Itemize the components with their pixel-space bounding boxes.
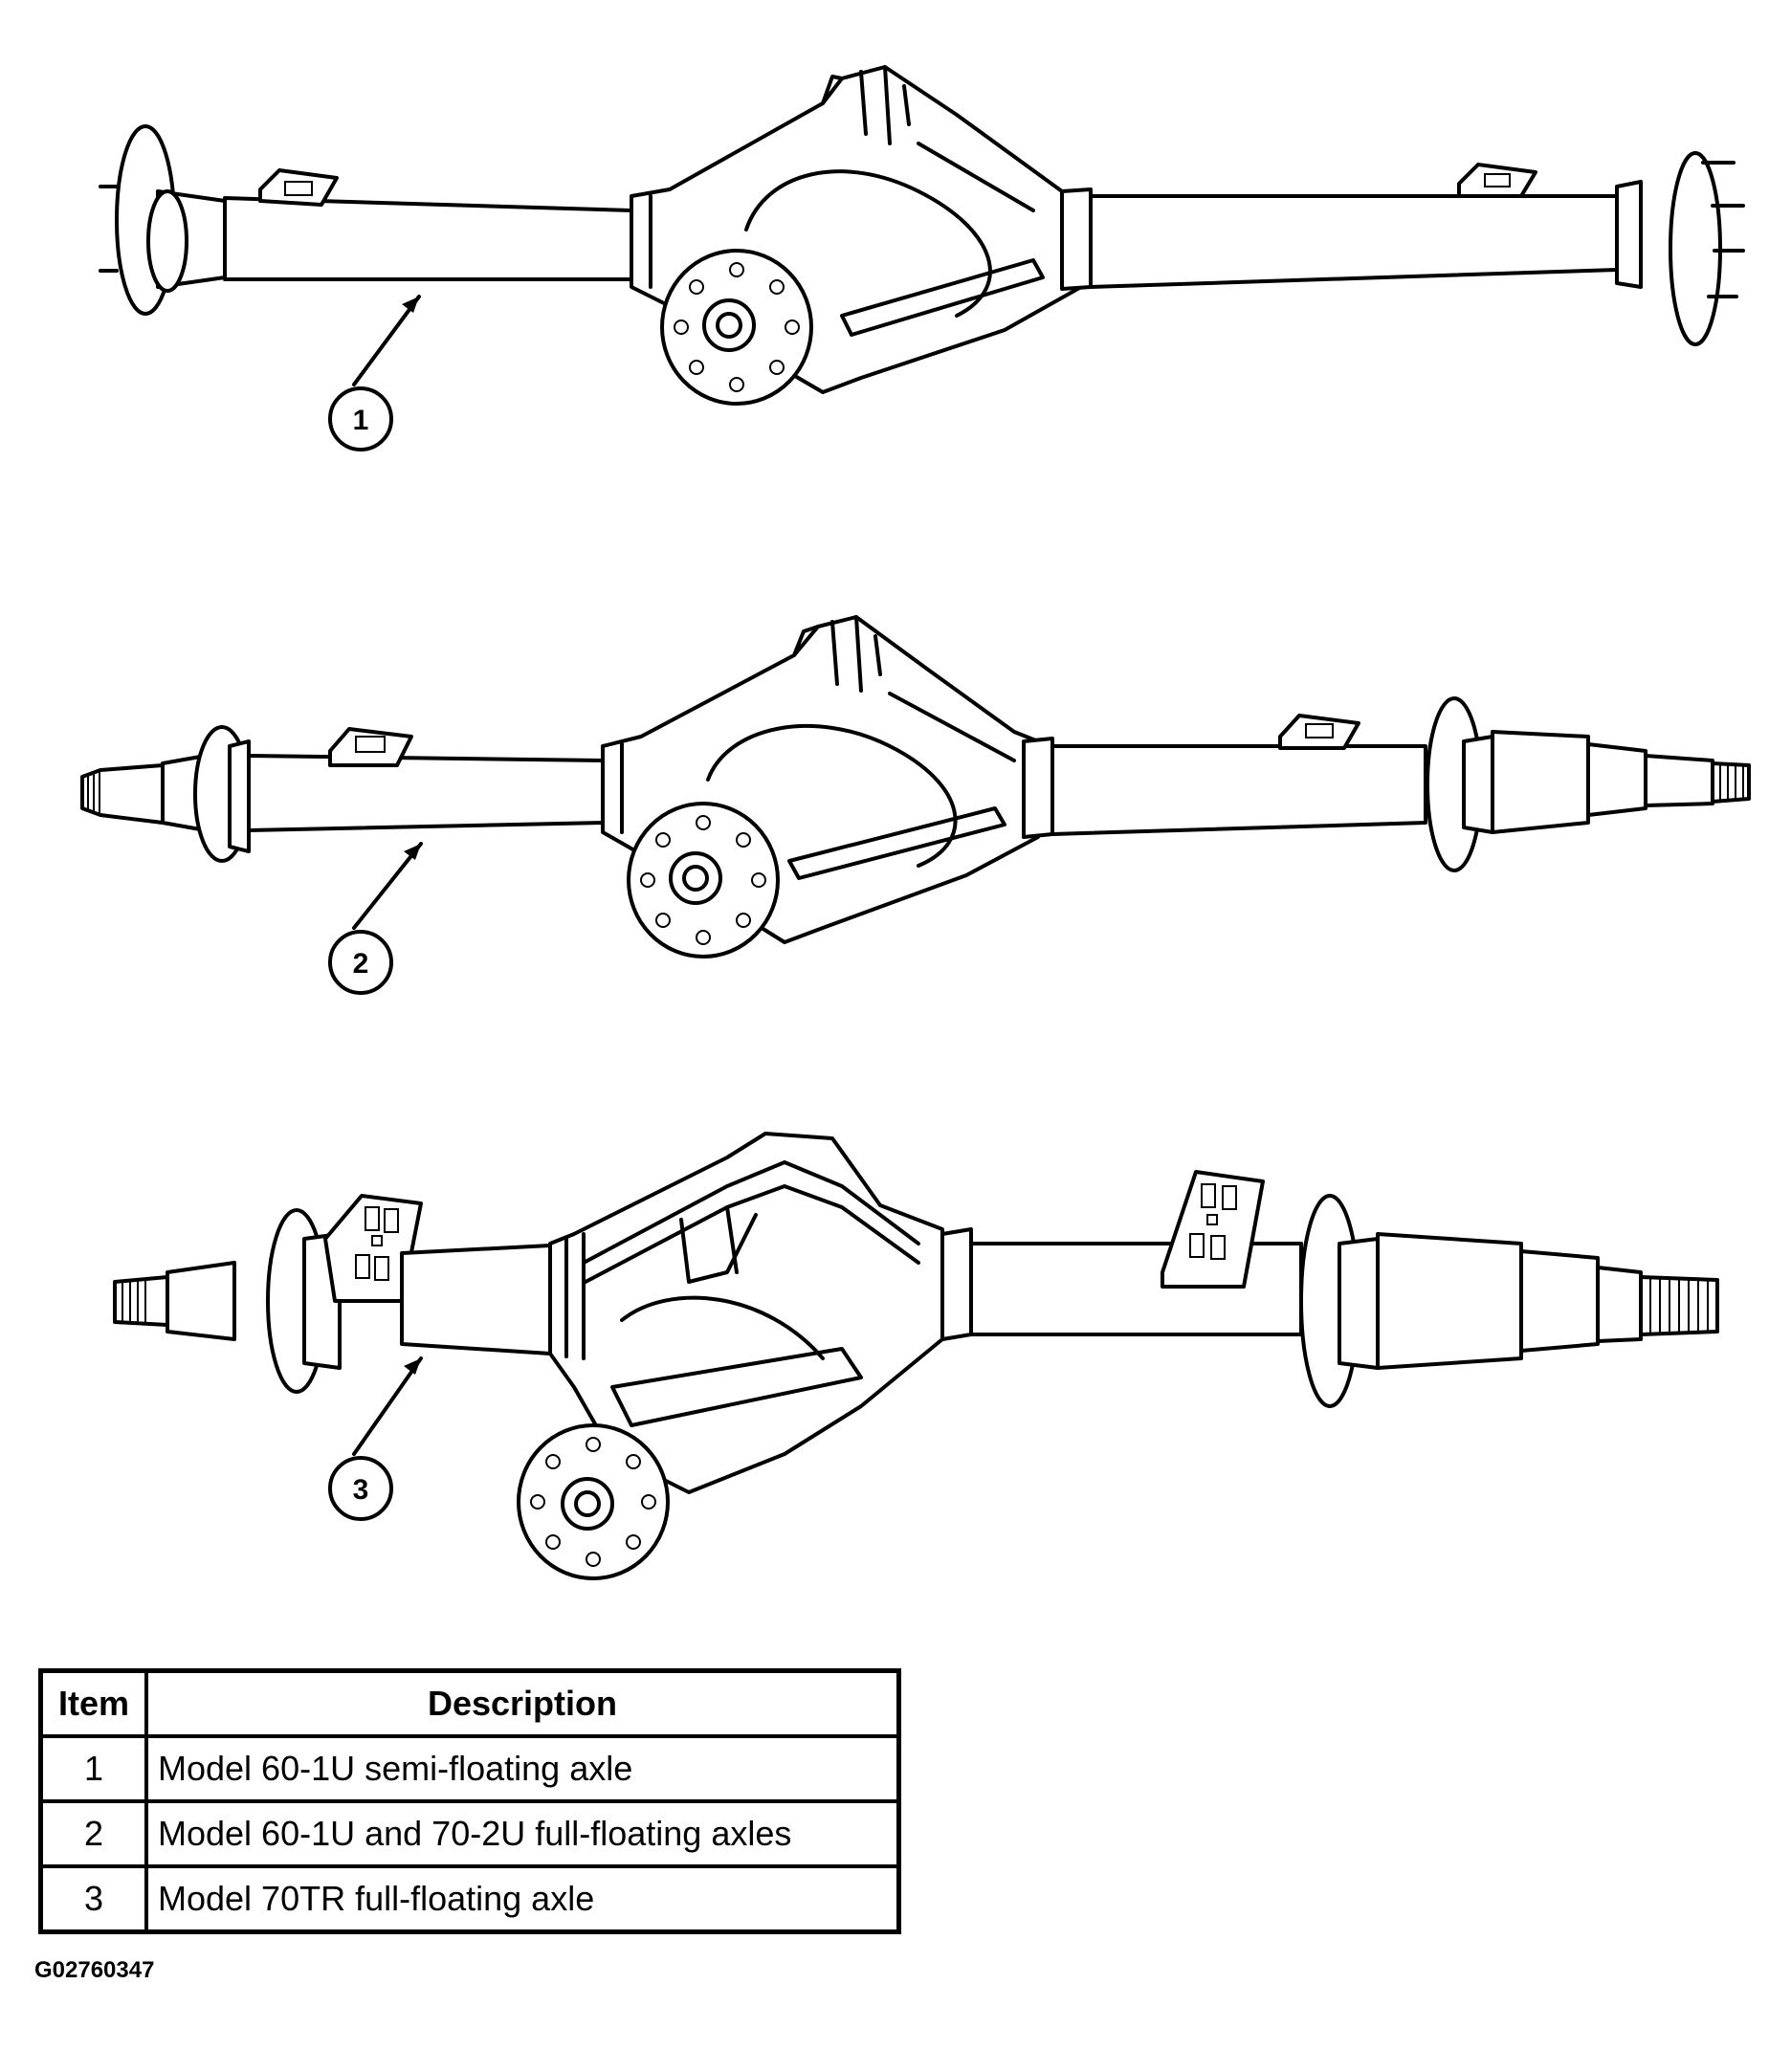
figure-id: G02760347 bbox=[34, 1957, 155, 1983]
legend-item-number: 2 bbox=[38, 1799, 148, 1868]
legend-item-description: Model 70TR full-floating axle bbox=[144, 1864, 901, 1934]
axle-2-drawing: 2 bbox=[80, 615, 1751, 995]
callout-3: 3 bbox=[353, 1474, 369, 1506]
legend-row: 2 Model 60-1U and 70-2U full-floating ax… bbox=[38, 1799, 901, 1868]
callout-2: 2 bbox=[353, 948, 369, 980]
axle-illustrations: 1 bbox=[80, 65, 1751, 1580]
legend-item-description: Model 60-1U semi-floating axle bbox=[144, 1734, 901, 1803]
callout-1: 1 bbox=[353, 405, 369, 436]
legend-row: 1 Model 60-1U semi-floating axle bbox=[38, 1734, 901, 1803]
axle-3-drawing: 3 bbox=[113, 1132, 1719, 1580]
legend-item-number: 3 bbox=[38, 1864, 148, 1934]
legend-table: Item Description 1 Model 60-1U semi-floa… bbox=[38, 1668, 901, 1934]
legend-row: 3 Model 70TR full-floating axle bbox=[38, 1864, 901, 1934]
legend-header-item: Item bbox=[38, 1668, 148, 1738]
axle-1-drawing: 1 bbox=[99, 65, 1745, 452]
legend-item-description: Model 60-1U and 70-2U full-floating axle… bbox=[144, 1799, 901, 1868]
legend-item-number: 1 bbox=[38, 1734, 148, 1803]
legend-header-row: Item Description bbox=[38, 1668, 901, 1738]
legend-header-description: Description bbox=[144, 1668, 901, 1738]
